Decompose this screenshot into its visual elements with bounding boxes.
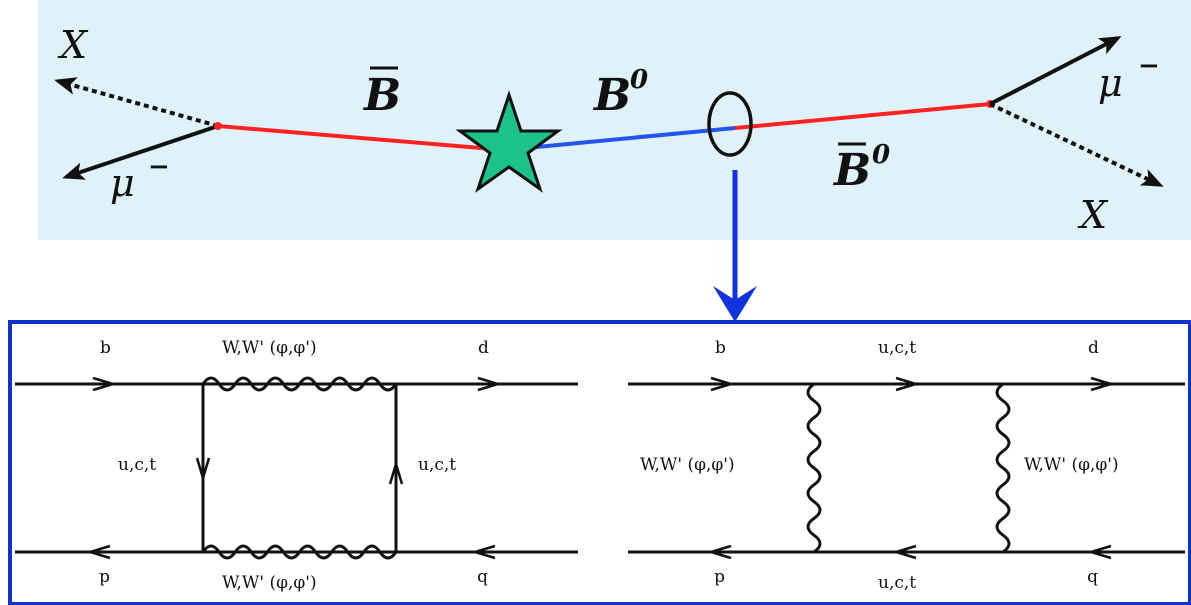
ladder-top-left-quark: b xyxy=(715,338,726,358)
b0-label: B xyxy=(592,70,631,121)
box-bottom-boson-label: W,W' (φ,φ') xyxy=(222,573,317,593)
box-diagram xyxy=(15,376,578,560)
feynman-diagrams-box xyxy=(8,320,1191,605)
left-muon-label: μ xyxy=(110,161,135,205)
left-x-track xyxy=(54,77,219,128)
ladder-bottom-left-quark: d xyxy=(714,568,725,588)
right-muon-charge: − xyxy=(1138,51,1160,81)
right-x-label: X xyxy=(1077,193,1109,237)
ladder-bottom-right-arrow xyxy=(1086,544,1112,560)
ladder-right-boson-label: W,W' (φ,φ') xyxy=(1024,455,1119,475)
ladder-top-internal-label: u,c,t xyxy=(878,338,916,358)
box-top-right-quark: d xyxy=(478,338,489,358)
left-muon-charge: − xyxy=(148,152,170,182)
ladder-top-mid-arrow xyxy=(895,376,921,392)
box-top-left-quark: b xyxy=(100,338,111,358)
ladder-bottom-left-arrow xyxy=(706,544,732,560)
box-top-boson-line xyxy=(201,376,398,392)
box-top-left-arrow xyxy=(92,376,118,392)
box-top-boson-label: W,W' (φ,φ') xyxy=(222,338,317,358)
box-right-internal-label: u,c,t xyxy=(418,455,456,475)
b-bar0-label: B xyxy=(832,145,871,196)
box-left-internal-arrow xyxy=(195,457,211,483)
ladder-top-right-arrow xyxy=(1090,376,1116,392)
zoom-arrow-head xyxy=(713,286,757,322)
box-bottom-right-arrow xyxy=(470,544,496,560)
left-muon-track xyxy=(62,124,219,180)
ladder-bottom-mid-arrow xyxy=(891,544,917,560)
decay-panel-background xyxy=(38,0,1191,240)
b-bar-track xyxy=(217,124,506,152)
ladder-bottom-right-quark: b xyxy=(1087,568,1098,588)
b0-superscript: 0 xyxy=(630,65,648,95)
box-bottom-right-quark: b xyxy=(477,568,488,588)
right-muon-track xyxy=(989,36,1122,106)
ladder-left-boson-label: W,W' (φ,φ') xyxy=(640,455,735,475)
b-bar0-track xyxy=(734,102,991,130)
box-bottom-boson-line xyxy=(201,544,398,560)
box-top-right-arrow xyxy=(477,376,503,392)
left-decay-vertex xyxy=(214,122,222,130)
box-right-internal-arrow xyxy=(388,459,404,485)
box-bottom-left-quark: d xyxy=(99,568,110,588)
ladder-left-boson-line xyxy=(806,382,822,554)
ladder-right-boson-line xyxy=(995,382,1011,554)
oscillation-ellipse xyxy=(707,91,753,157)
right-muon-label: μ xyxy=(1098,61,1123,105)
b0-track xyxy=(504,126,736,152)
ladder-bottom-internal-label: u,c,t xyxy=(878,573,916,593)
left-x-label: X xyxy=(57,23,89,67)
ladder-top-right-quark: d xyxy=(1088,338,1099,358)
box-bottom-left-arrow xyxy=(85,544,111,560)
b-bar-label: B xyxy=(362,70,401,121)
box-left-internal-label: u,c,t xyxy=(118,455,156,475)
ladder-top-left-arrow xyxy=(710,376,736,392)
ladder-diagram xyxy=(628,376,1185,560)
b-bar0-superscript: 0 xyxy=(872,140,890,170)
right-x-track xyxy=(989,102,1164,187)
star-icon xyxy=(455,90,563,193)
